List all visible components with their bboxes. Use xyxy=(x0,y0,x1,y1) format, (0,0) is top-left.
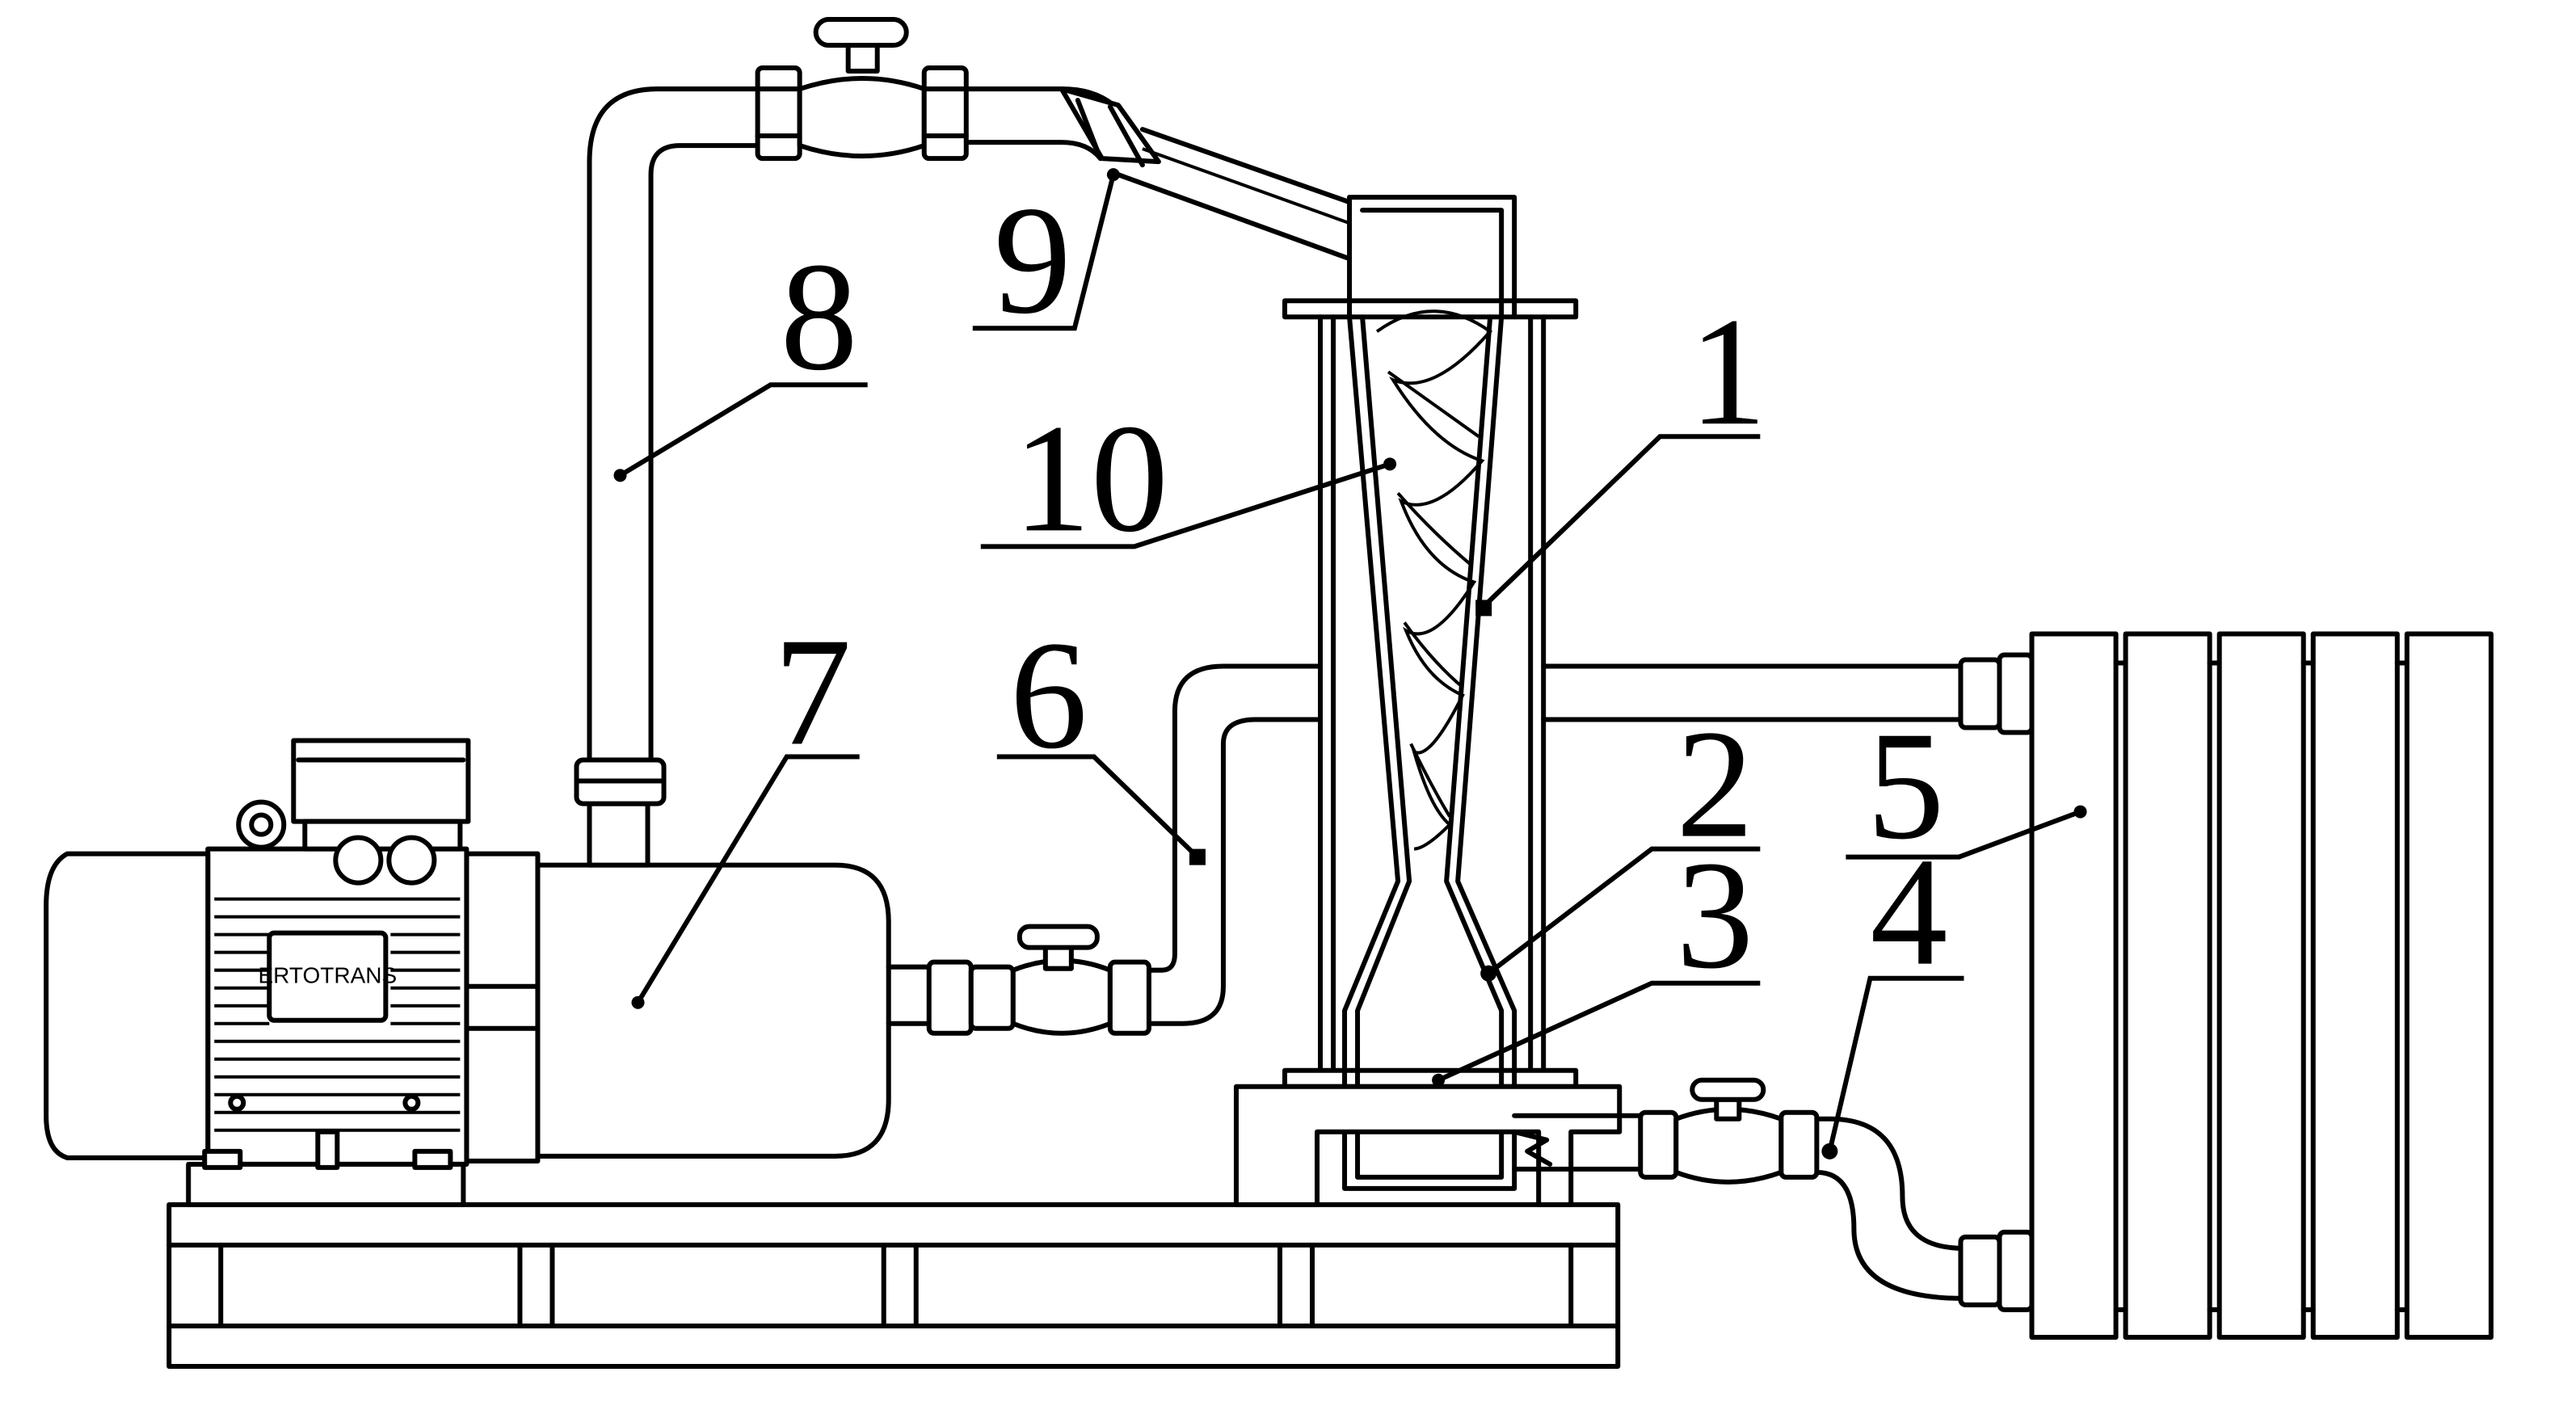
callouts: 1 2 3 4 5 6 7 8 9 10 xyxy=(613,168,2087,1160)
label-2: 2 xyxy=(1676,698,1753,870)
label-8: 8 xyxy=(781,230,858,402)
feed-pipe xyxy=(886,663,1324,1036)
label-9: 9 xyxy=(994,174,1071,346)
label-1: 1 xyxy=(1689,285,1766,457)
label-6: 6 xyxy=(1010,609,1088,781)
cyclone-vessel xyxy=(1233,195,1623,1207)
underflow-pipe xyxy=(1512,1077,2035,1312)
motor-nameplate-text: ERTOTRANS xyxy=(258,963,397,988)
top-valve xyxy=(755,17,1353,262)
label-4: 4 xyxy=(1870,826,1947,998)
label-5: 5 xyxy=(1867,700,1944,872)
label-3: 3 xyxy=(1676,829,1753,1001)
label-7: 7 xyxy=(774,606,852,778)
base-frame xyxy=(166,1202,1621,1369)
label-10: 10 xyxy=(1013,392,1168,564)
motor-pump: ERTOTRANS xyxy=(44,738,891,1207)
overflow-pipe xyxy=(1541,652,2035,735)
return-pipe xyxy=(574,86,765,806)
radiator xyxy=(2029,631,2494,1340)
